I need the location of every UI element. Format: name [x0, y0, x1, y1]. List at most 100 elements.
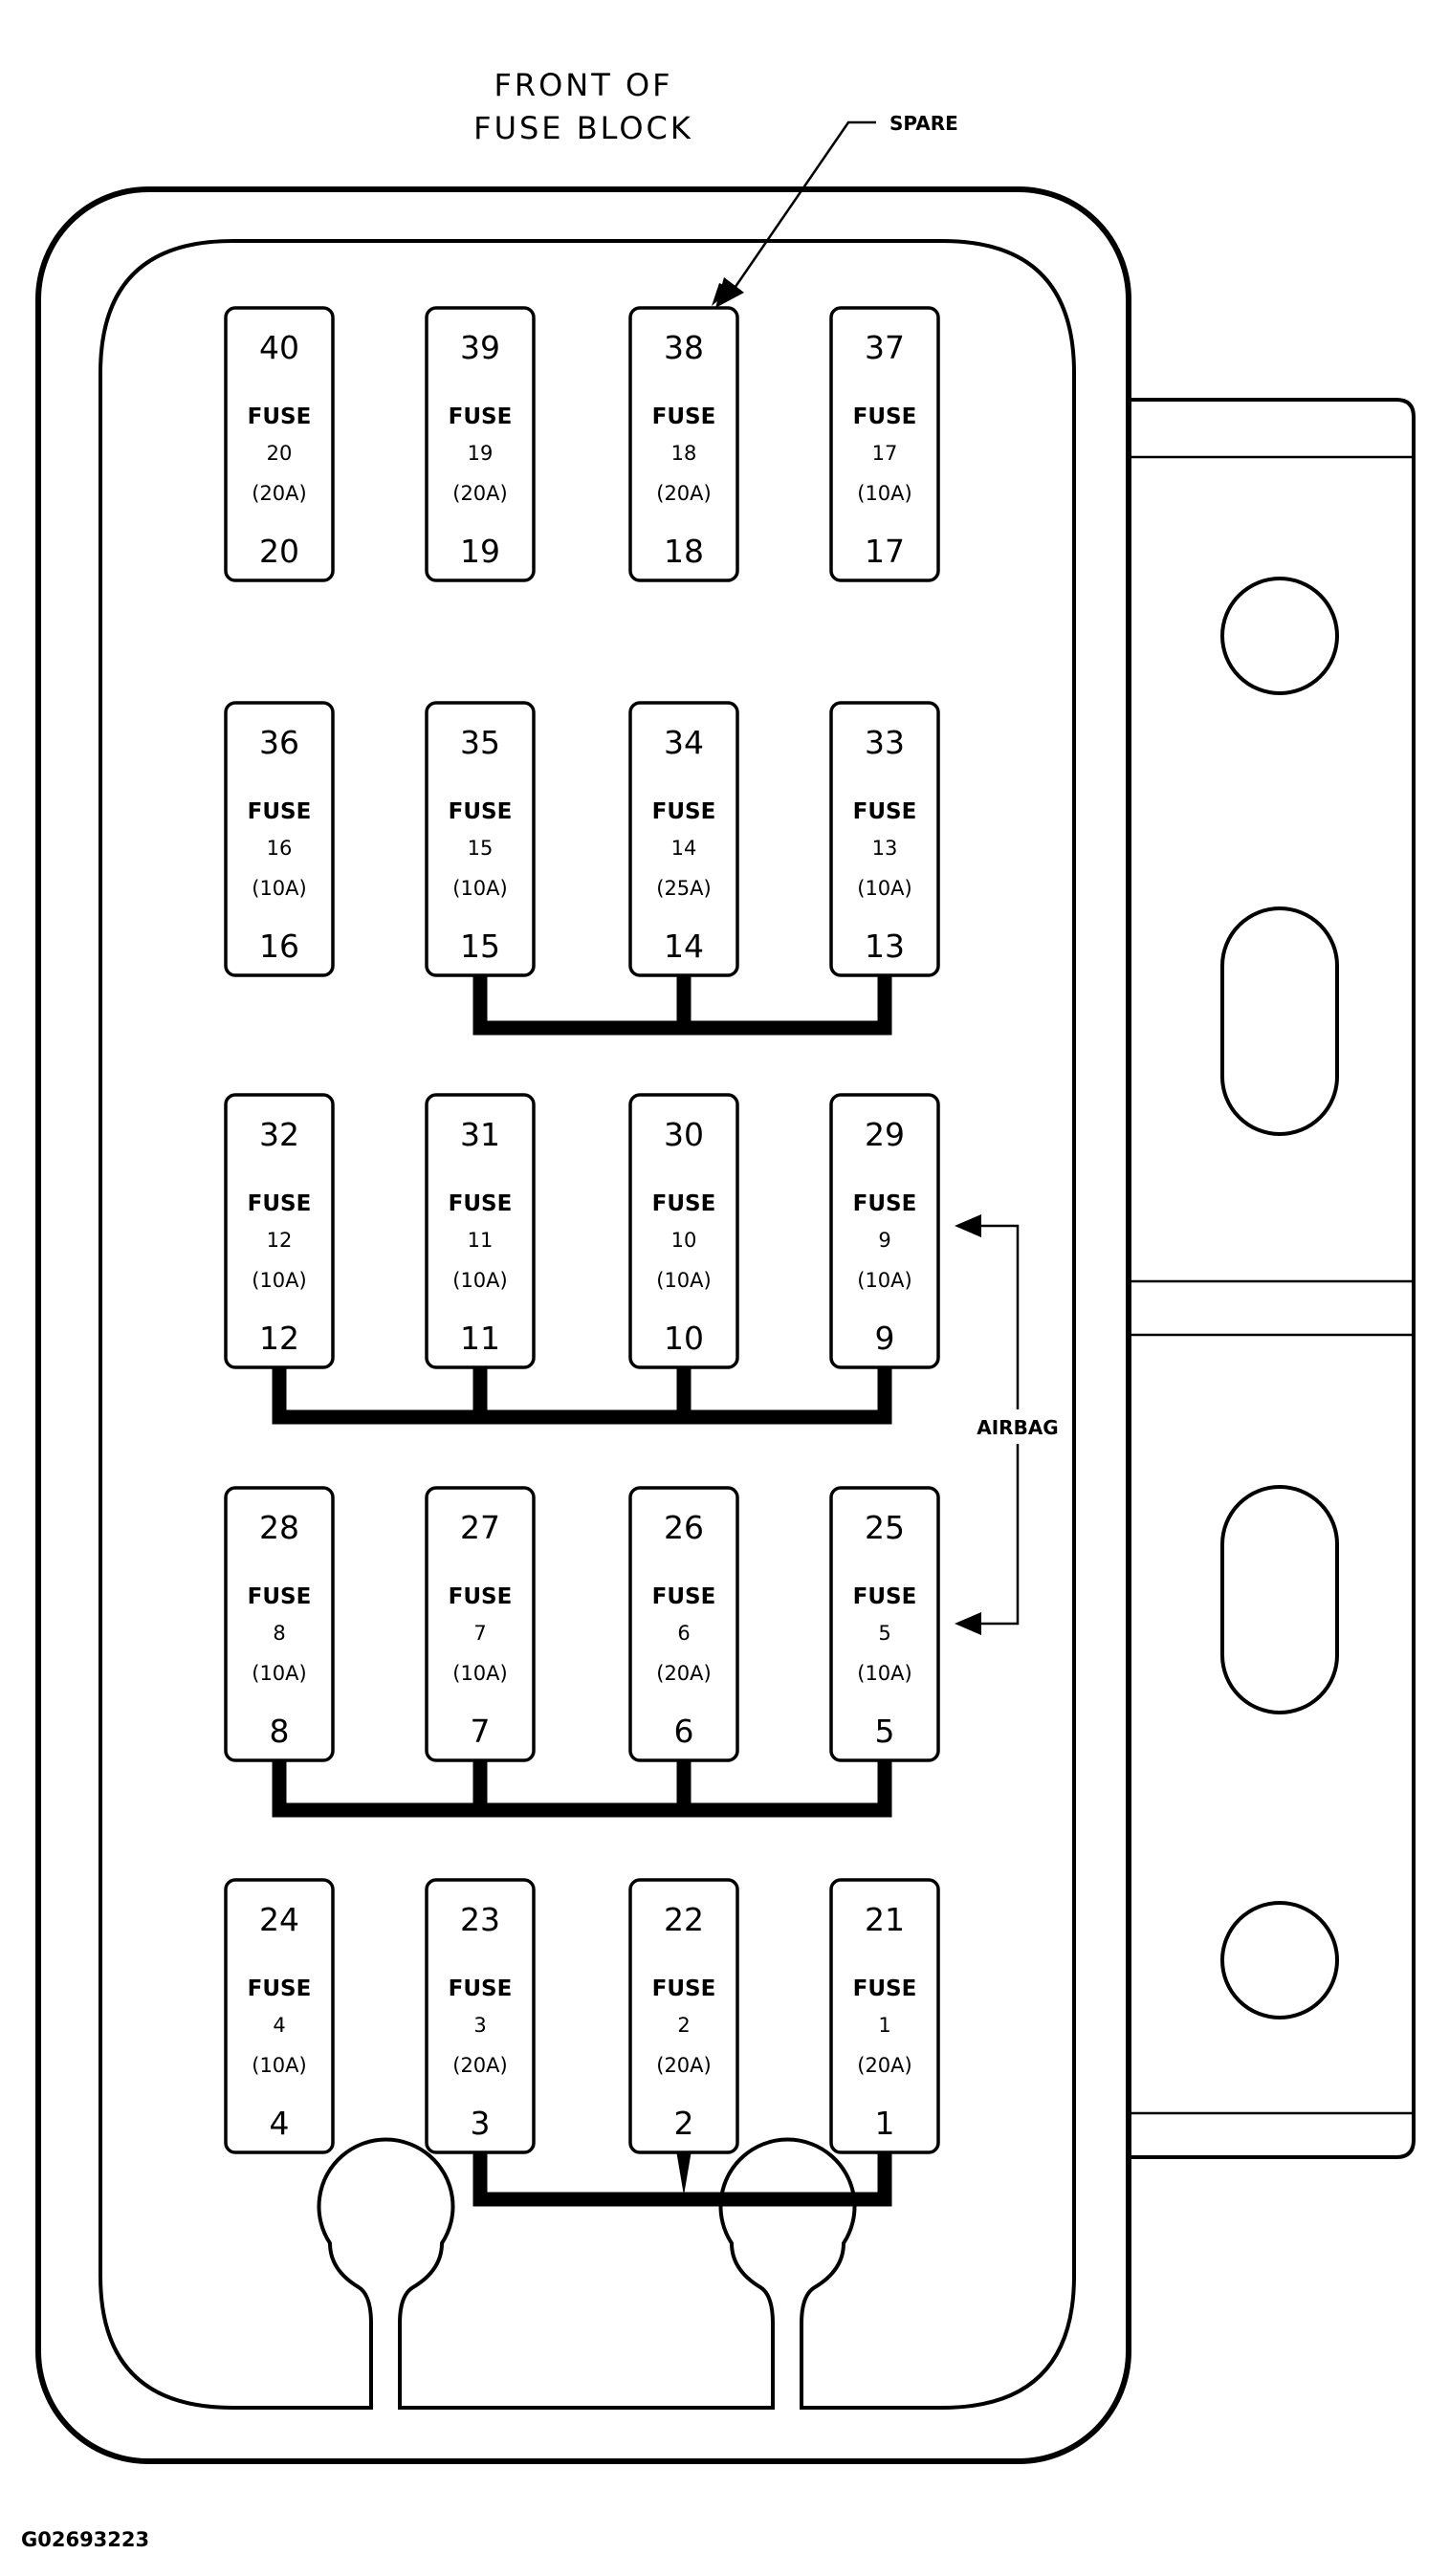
fuse-number: 15 — [468, 837, 494, 860]
fuse-bottom-terminal-number: 10 — [664, 1320, 704, 1357]
fuse-amperage: (25A) — [656, 877, 711, 900]
fuse-bottom-terminal-number: 9 — [875, 1320, 895, 1357]
fuse-bottom-terminal-number: 2 — [674, 2105, 694, 2142]
fuse-bottom-terminal-number: 4 — [270, 2105, 290, 2142]
fuse-top-terminal-number: 29 — [865, 1116, 905, 1153]
fuse-body — [425, 701, 536, 977]
fuse-bottom-terminal-number: 18 — [664, 533, 704, 570]
fuse-amperage: (20A) — [452, 482, 507, 505]
fuse-top-terminal-number: 35 — [460, 724, 500, 761]
fuse-top-terminal-number: 27 — [460, 1509, 500, 1546]
bus-bar-row-5-notches — [474, 2145, 892, 2195]
fuse-amperage: (10A) — [252, 2054, 306, 2077]
fuse-word: FUSE — [449, 799, 513, 824]
fuse-bottom-terminal-number: 20 — [259, 533, 299, 570]
fuse-number: 9 — [878, 1229, 890, 1252]
fuse-body — [628, 1093, 739, 1369]
mounting-slot-2 — [1220, 1485, 1339, 1714]
fuse-bottom-terminal-number: 8 — [270, 1713, 290, 1750]
fuse-word: FUSE — [853, 404, 917, 429]
fuse-body — [829, 1486, 940, 1762]
bus-bar-row-3 — [272, 1360, 892, 1425]
fuse-bottom-terminal-number: 13 — [865, 928, 905, 965]
fuse-top-terminal-number: 34 — [664, 724, 704, 761]
fuse-body — [425, 1878, 536, 2154]
fuse-number: 4 — [273, 2014, 285, 2037]
fuse-block-inner-wall — [99, 239, 1076, 2410]
fuse-number: 11 — [468, 1229, 494, 1252]
fuse-amperage: (10A) — [656, 1269, 711, 1292]
fuse-body — [829, 306, 940, 582]
fuse-number: 6 — [677, 1622, 690, 1645]
fuse-bottom-terminal-number: 11 — [460, 1320, 500, 1357]
fuse-word: FUSE — [449, 1976, 513, 2001]
fuse-word: FUSE — [449, 1191, 513, 1216]
fuse-body — [628, 1486, 739, 1762]
fuse-amperage: (20A) — [656, 482, 711, 505]
fuse-body — [628, 701, 739, 977]
fuse-word: FUSE — [652, 799, 716, 824]
fuse-amperage: (10A) — [252, 1662, 306, 1685]
fuse-number: 20 — [267, 442, 293, 465]
fuse-number: 1 — [878, 2014, 890, 2037]
fuse-number: 10 — [671, 1229, 697, 1252]
fuse-word: FUSE — [652, 1976, 716, 2001]
fuse-top-terminal-number: 32 — [259, 1116, 299, 1153]
fuse-body — [224, 1878, 335, 2154]
fuse-bottom-terminal-number: 16 — [259, 928, 299, 965]
fuse-top-terminal-number: 30 — [664, 1116, 704, 1153]
fuse-top-terminal-number: 23 — [460, 1901, 500, 1938]
fuse-amperage: (20A) — [656, 1662, 711, 1685]
fuse-top-terminal-number: 26 — [664, 1509, 704, 1546]
fuse-word: FUSE — [248, 799, 312, 824]
fuse-body — [224, 306, 335, 582]
fuse-amperage: (20A) — [857, 2054, 911, 2077]
fuse-word: FUSE — [853, 799, 917, 824]
fuse-body — [628, 306, 739, 582]
mounting-bracket — [1129, 398, 1416, 2159]
fuse-amperage: (10A) — [857, 1269, 911, 1292]
fuse-top-terminal-number: 38 — [664, 329, 704, 366]
fuse-number: 2 — [677, 2014, 690, 2037]
fuse-amperage: (10A) — [252, 1269, 306, 1292]
fuse-body — [628, 1878, 739, 2154]
fuse-bottom-terminal-number: 15 — [460, 928, 500, 965]
fuse-word: FUSE — [449, 1584, 513, 1609]
fuse-amperage: (10A) — [857, 482, 911, 505]
fuse-word: FUSE — [853, 1191, 917, 1216]
airbag-label: AIRBAG — [977, 1416, 1058, 1439]
fuse-body — [829, 1093, 940, 1369]
fuse-bottom-terminal-number: 14 — [664, 928, 704, 965]
fuse-number: 12 — [267, 1229, 293, 1252]
title-line-1: FRONT OF — [494, 67, 672, 103]
fuse-body — [224, 1093, 335, 1369]
fuse-grid: 40FUSE20(20A)2039FUSE19(20A)1938FUSE18(2… — [224, 306, 940, 2154]
fuse-word: FUSE — [449, 404, 513, 429]
fuse-body — [829, 701, 940, 977]
fuse-number: 13 — [872, 837, 898, 860]
fuse-number: 3 — [473, 2014, 486, 2037]
fuse-amperage: (10A) — [452, 877, 507, 900]
fuse-bottom-terminal-number: 5 — [875, 1713, 895, 1750]
spare-label: SPARE — [889, 112, 958, 135]
figure-id: G02693223 — [21, 2528, 149, 2551]
fuse-number: 7 — [473, 1622, 486, 1645]
fuse-block-outer-wall — [35, 186, 1131, 2464]
fuse-bottom-terminal-number: 1 — [875, 2105, 895, 2142]
fuse-amperage: (20A) — [452, 2054, 507, 2077]
fuse-bottom-terminal-number: 17 — [865, 533, 905, 570]
title-line-2: FUSE BLOCK — [473, 110, 693, 146]
fuse-amperage: (10A) — [857, 1662, 911, 1685]
fuse-top-terminal-number: 25 — [865, 1509, 905, 1546]
fuse-top-terminal-number: 31 — [460, 1116, 500, 1153]
fuse-word: FUSE — [248, 1584, 312, 1609]
